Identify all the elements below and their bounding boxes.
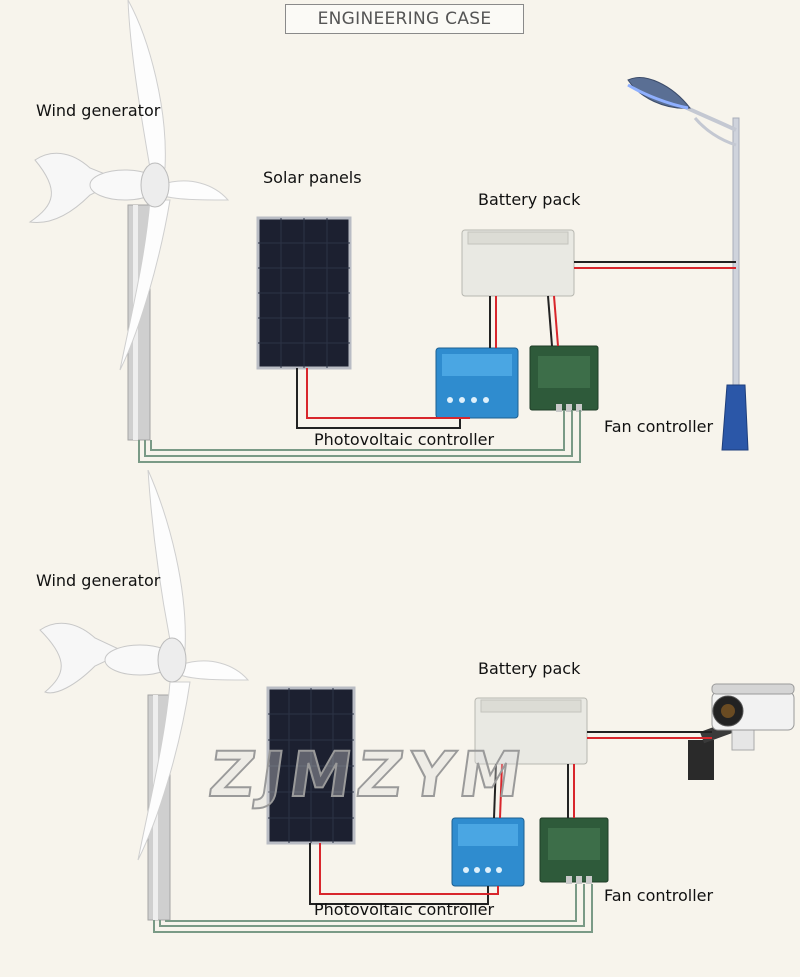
wind-turbine-icon [39, 470, 250, 921]
wind-generator-label: Wind generator [36, 101, 161, 120]
solar-panels-label: Solar panels [263, 168, 362, 187]
page-title: ENGINEERING CASE [285, 4, 524, 34]
fan-controller-icon [539, 817, 609, 884]
wind-turbine-icon [28, 0, 230, 441]
diagram-camera [39, 470, 795, 933]
pv-controller-icon [451, 817, 525, 887]
pv-controller-label: Photovoltaic controller [314, 900, 495, 919]
battery-pack-label: Battery pack [478, 659, 581, 678]
street-light-icon [627, 77, 749, 451]
fan-controller-label: Fan controller [604, 417, 714, 436]
solar-panel-icon [256, 216, 352, 370]
security-camera-icon [688, 683, 795, 780]
fan-controller-icon [529, 345, 599, 412]
fan-controller-label: Fan controller [604, 886, 714, 905]
battery-pack-icon [474, 697, 588, 765]
diagram-street-light [28, 0, 749, 463]
brand-watermark: ZJMZYM [204, 737, 534, 812]
battery-pack-icon [461, 229, 575, 297]
pv-controller-label: Photovoltaic controller [314, 430, 495, 449]
wind-generator-label: Wind generator [36, 571, 161, 590]
battery-pack-label: Battery pack [478, 190, 581, 209]
pv-controller-icon [435, 347, 519, 419]
